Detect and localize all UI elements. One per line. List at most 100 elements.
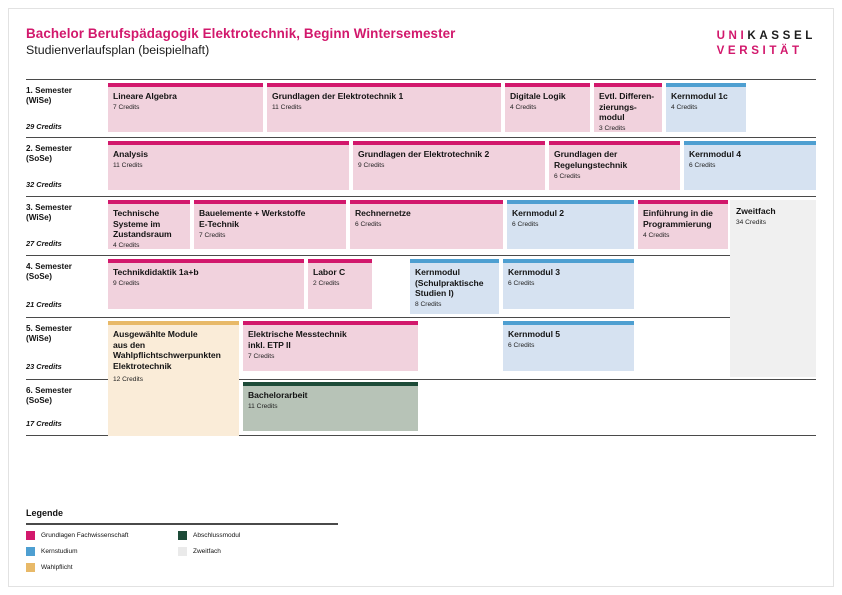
module-body: Kernmodul 3 6 Credits	[503, 263, 634, 309]
module-color-bar	[503, 259, 634, 263]
semester-row-2: 2. Semester (SoSe) 32 Credits Analysis 1…	[26, 138, 816, 197]
legend-swatch-tan-icon	[26, 563, 35, 572]
module-block[interactable]: Evtl. Differen- zierungs- modul 3 Credit…	[594, 83, 662, 132]
legend-items: Grundlagen Fachwissenschaft Kernstudium …	[26, 531, 816, 577]
legend-label: Wahlpflicht	[41, 564, 73, 571]
module-block[interactable]: Technikdidaktik 1a+b 9 Credits	[108, 259, 304, 309]
module-block[interactable]: Bachelorarbeit 11 Credits	[243, 382, 418, 431]
module-block[interactable]: Einführung in die Programmierung 4 Credi…	[638, 200, 728, 249]
page-title: Bachelor Berufspädagogik Elektrotechnik,…	[26, 26, 456, 41]
legend: Legende Grundlagen Fachwissenschaft Kern…	[26, 508, 816, 577]
module-credits: 34 Credits	[736, 219, 767, 227]
module-credits: 9 Credits	[358, 162, 385, 170]
module-block[interactable]: Lineare Algebra 7 Credits	[108, 83, 263, 132]
module-block[interactable]: Elektrische Messtechnik inkl. ETP II 7 C…	[243, 321, 418, 371]
module-block[interactable]: Kernmodul 5 6 Credits	[503, 321, 634, 371]
semester-track-2: Analysis 11 Credits Grundlagen der Elekt…	[108, 138, 816, 196]
legend-item-kernstudium: Kernstudium	[26, 547, 78, 556]
module-name: Digitale Logik	[510, 91, 566, 101]
module-credits: 4 Credits	[671, 104, 698, 112]
module-credits: 11 Credits	[272, 104, 302, 112]
module-block[interactable]: Kernmodul 1c 4 Credits	[666, 83, 746, 132]
semester-row-3: 3. Semester (WiSe) 27 Credits Technische…	[26, 197, 816, 256]
semester-row-4: 4. Semester (SoSe) 21 Credits Technikdid…	[26, 256, 816, 318]
module-block-zweitfach[interactable]: Zweitfach 34 Credits	[730, 200, 816, 377]
module-credits: 6 Credits	[355, 221, 382, 229]
module-block[interactable]: Grundlagen der Regelungstechnik 6 Credit…	[549, 141, 680, 190]
module-color-bar	[194, 200, 346, 204]
module-body: Evtl. Differen- zierungs- modul 3 Credit…	[594, 87, 662, 132]
module-name: Ausgewählte Module aus den Wahlpflichtsc…	[113, 329, 221, 371]
module-name: Evtl. Differen- zierungs- modul	[599, 91, 655, 123]
semester-track-3: Technische Systeme im Zustandsraum 4 Cre…	[108, 197, 816, 255]
module-block[interactable]: Technische Systeme im Zustandsraum 4 Cre…	[108, 200, 190, 249]
module-name: Einführung in die Programmierung	[643, 208, 713, 229]
module-name: Grundlagen der Elektrotechnik 2	[358, 149, 490, 159]
module-block[interactable]: Grundlagen der Elektrotechnik 1 11 Credi…	[267, 83, 501, 132]
semester-label-5: 5. Semester (WiSe) 23 Credits	[26, 324, 106, 371]
module-body: Bachelorarbeit 11 Credits	[243, 386, 418, 431]
semester-term-2: (SoSe)	[26, 154, 52, 164]
module-body: Bauelemente + Werkstoffe E-Technik 7 Cre…	[194, 204, 346, 249]
module-color-bar	[243, 382, 418, 386]
semester-name-2: 2. Semester	[26, 144, 72, 153]
module-block[interactable]: Grundlagen der Elektrotechnik 2 9 Credit…	[353, 141, 545, 190]
legend-label: Zweitfach	[193, 548, 221, 555]
module-credits: 7 Credits	[113, 104, 140, 112]
semester-track-5: Ausgewählte Module aus den Wahlpflichtsc…	[108, 318, 816, 436]
module-block[interactable]: Analysis 11 Credits	[108, 141, 349, 190]
module-name: Kernmodul 2	[512, 208, 564, 218]
study-plan-grid: 1. Semester (WiSe) 29 Credits Lineare Al…	[26, 79, 816, 436]
module-body: Kernmodul 1c 4 Credits	[666, 87, 746, 132]
semester-label-4: 4. Semester (SoSe) 21 Credits	[26, 262, 106, 309]
module-color-bar	[267, 83, 501, 87]
module-credits: 12 Credits	[113, 376, 144, 384]
semester-term-3: (WiSe)	[26, 213, 52, 223]
semester-term-1: (WiSe)	[26, 96, 52, 106]
module-name: Labor C	[313, 267, 346, 277]
module-block[interactable]: Bauelemente + Werkstoffe E-Technik 7 Cre…	[194, 200, 346, 249]
module-color-bar	[549, 141, 680, 145]
legend-label: Abschlussmodul	[193, 532, 241, 539]
module-block[interactable]: Kernmodul 3 6 Credits	[503, 259, 634, 309]
module-body: Technikdidaktik 1a+b 9 Credits	[108, 263, 304, 309]
module-name: Lineare Algebra	[113, 91, 177, 101]
module-block[interactable]: Labor C 2 Credits	[308, 259, 372, 309]
module-name: Kernmodul 3	[508, 267, 560, 277]
university-logo: UNIKASSEL VERSITÄT	[717, 28, 816, 58]
semester-term-4: (SoSe)	[26, 272, 52, 282]
module-block[interactable]: Kernmodul (Schulpraktische Studien I) 8 …	[410, 259, 499, 314]
semester-row-1: 1. Semester (WiSe) 29 Credits Lineare Al…	[26, 79, 816, 138]
module-body: Kernmodul 2 6 Credits	[507, 204, 634, 249]
legend-label: Kernstudium	[41, 548, 78, 555]
semester-credits-6: 17 Credits	[26, 419, 62, 428]
module-credits: 6 Credits	[554, 172, 581, 180]
module-block[interactable]: Kernmodul 2 6 Credits	[507, 200, 634, 249]
module-credits: 11 Credits	[113, 162, 143, 170]
module-name: Grundlagen der Regelungstechnik	[554, 149, 628, 170]
module-block[interactable]: Digitale Logik 4 Credits	[505, 83, 590, 132]
module-name: Kernmodul (Schulpraktische Studien I)	[415, 267, 484, 299]
semester-name-1: 1. Semester	[26, 86, 72, 95]
semester-track-6: Bachelorarbeit 11 Credits	[108, 380, 816, 435]
legend-swatch-blue-icon	[26, 547, 35, 556]
module-block[interactable]: Rechnernetze 6 Credits	[350, 200, 503, 249]
module-color-bar	[666, 83, 746, 87]
module-name: Kernmodul 4	[689, 149, 741, 159]
module-credits: 7 Credits	[199, 231, 226, 239]
module-credits: 11 Credits	[248, 403, 278, 411]
semester-credits-5: 23 Credits	[26, 362, 62, 371]
semester-credits-3: 27 Credits	[26, 239, 62, 248]
legend-item-grundlagen: Grundlagen Fachwissenschaft	[26, 531, 128, 540]
module-body: Grundlagen der Elektrotechnik 1 11 Credi…	[267, 87, 501, 132]
module-credits: 8 Credits	[415, 301, 442, 309]
module-credits: 4 Credits	[510, 104, 537, 112]
module-color-bar	[505, 83, 590, 87]
legend-item-zweitfach: Zweitfach	[178, 547, 221, 556]
module-body: Analysis 11 Credits	[108, 145, 349, 190]
semester-label-2: 2. Semester (SoSe) 32 Credits	[26, 144, 106, 189]
module-block[interactable]: Ausgewählte Module aus den Wahlpflichtsc…	[108, 321, 239, 436]
module-block[interactable]: Kernmodul 4 6 Credits	[684, 141, 816, 190]
semester-track-1: Lineare Algebra 7 Credits Grundlagen der…	[108, 80, 816, 137]
